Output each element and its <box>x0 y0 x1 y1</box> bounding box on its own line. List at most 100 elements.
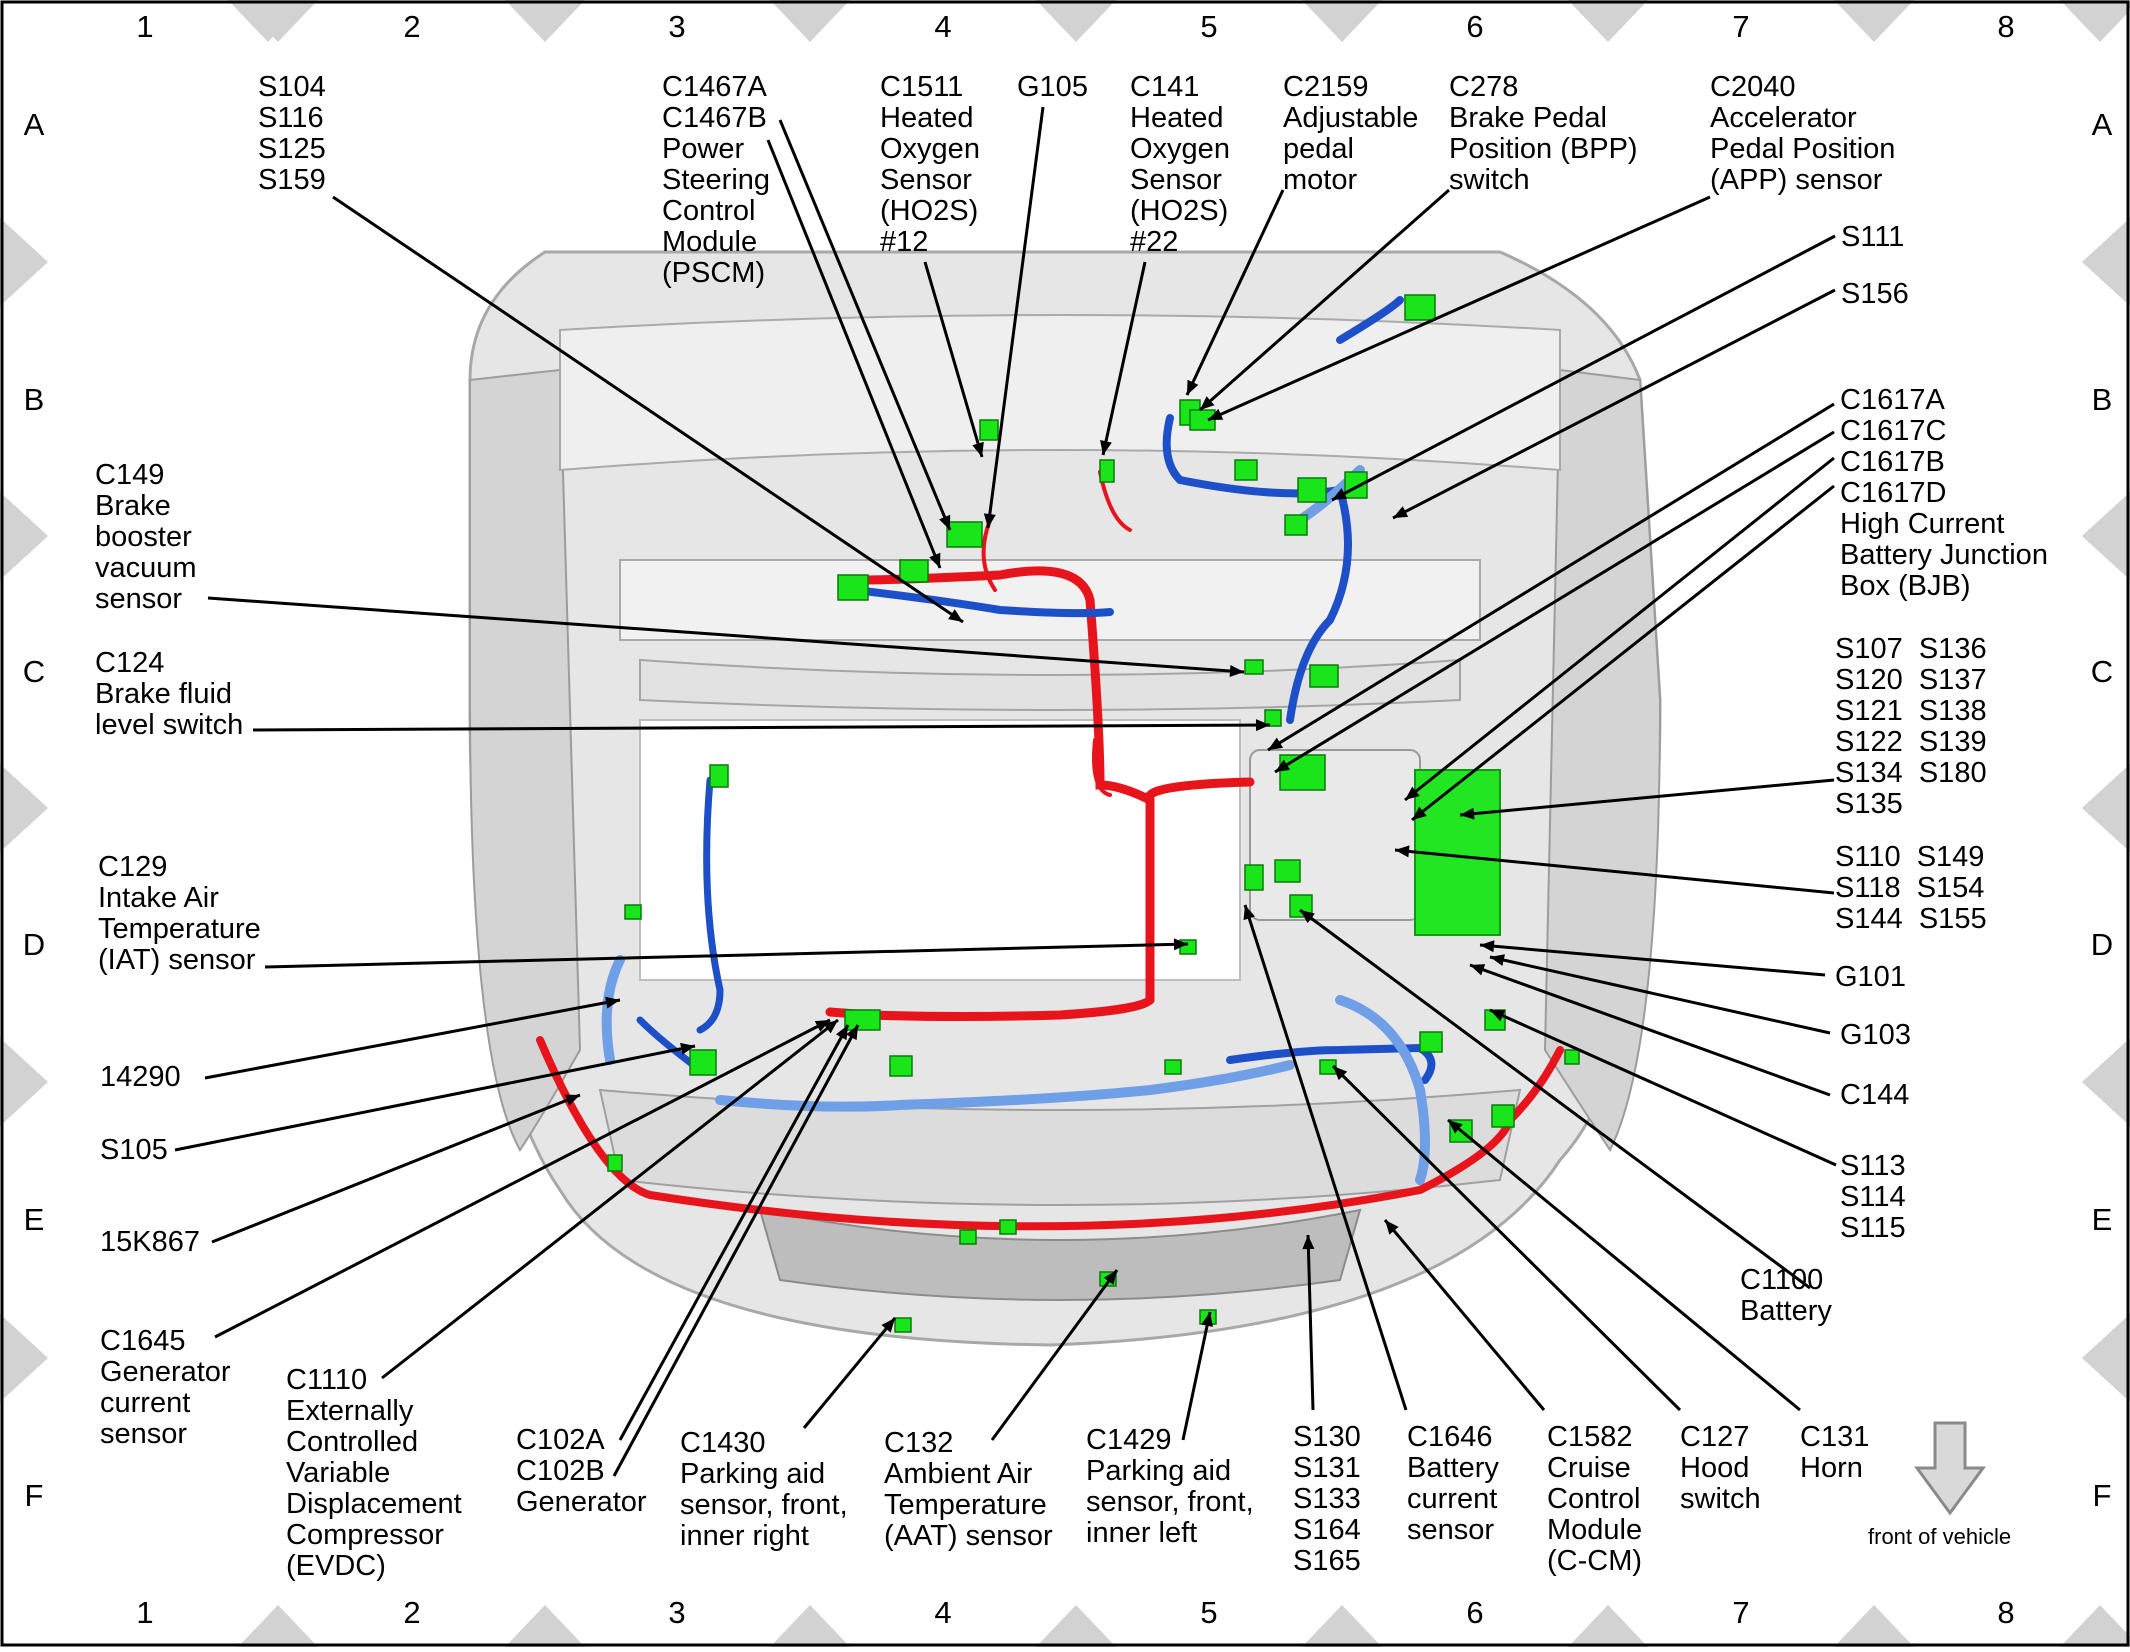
cowl-panel <box>559 314 1561 472</box>
leader-arrowhead <box>1100 440 1112 455</box>
callout-line: S118 S154 <box>1835 872 1985 904</box>
callout-line: C131 <box>1800 1421 1870 1453</box>
leader-line <box>1207 195 1711 422</box>
grid-column-label: 2 <box>403 9 421 44</box>
callout-line: S164 <box>1293 1514 1361 1546</box>
leader-line <box>1404 456 1835 802</box>
connector-block <box>1274 859 1301 883</box>
leader-arrowhead <box>1200 396 1215 410</box>
leader-line <box>778 119 952 531</box>
callout-line: S122 S139 <box>1835 726 1987 758</box>
callout-line: Position (BPP) <box>1449 133 1638 165</box>
callout-line: Temperature <box>884 1489 1047 1521</box>
leader-arrowhead <box>948 609 963 622</box>
leader-arrowhead <box>1460 807 1475 820</box>
leader-line <box>1479 943 1826 977</box>
callout-line: vacuum <box>95 552 197 584</box>
callout-line: sensor, front, <box>1086 1486 1254 1518</box>
callout-line: 15K867 <box>100 1226 200 1258</box>
callout-line: S121 S138 <box>1835 695 1987 727</box>
grid-column-label: 8 <box>1997 1595 2015 1630</box>
callout-line: S105 <box>100 1134 168 1166</box>
front-arrow <box>1914 1421 1986 1516</box>
callout-line: Sensor <box>1130 164 1222 196</box>
callout-line: Controlled <box>286 1426 419 1458</box>
callout-line: C1617B <box>1840 446 1945 478</box>
callout-line: Box (BJB) <box>1840 570 1971 602</box>
callout-line: sensor <box>100 1418 188 1450</box>
callout-line: Accelerator <box>1710 102 1857 134</box>
grid-diamond-bottom <box>238 1605 318 1647</box>
callout-line: C102B <box>516 1455 605 1487</box>
callout-line: S156 <box>1841 278 1909 310</box>
leader-arrowhead <box>1393 506 1409 518</box>
grid-row-label: B <box>23 382 45 417</box>
leader-arrowhead <box>1395 845 1410 858</box>
grid-diamond-bottom <box>1302 1605 1382 1647</box>
right-fender <box>1543 368 1662 1152</box>
leader-line <box>923 261 984 458</box>
leader-line <box>1459 778 1835 817</box>
leader-arrowhead <box>1405 786 1420 800</box>
grid-row-label: E <box>2091 1202 2113 1237</box>
callout-line: Variable <box>286 1457 391 1489</box>
leader-line <box>1185 189 1285 396</box>
callout-line: pedal <box>1283 133 1354 165</box>
leader-line <box>618 1024 850 1441</box>
connector-block <box>959 1229 977 1245</box>
callout-line: S144 S155 <box>1835 903 1987 935</box>
grid-diamond-top <box>1834 0 1914 42</box>
callout-line: current <box>100 1387 191 1419</box>
callout-line: (APP) sensor <box>1710 164 1883 196</box>
leader-arrowhead <box>1470 964 1486 976</box>
grid-diamond-bottom <box>2060 1605 2130 1647</box>
leader-line <box>204 998 621 1080</box>
grid-column-label: 3 <box>668 9 686 44</box>
callout-line: Parking aid <box>680 1458 826 1490</box>
connector-block <box>1244 659 1264 675</box>
callout-line: Brake Pedal <box>1449 102 1607 134</box>
grid-column-label: 4 <box>934 1595 952 1630</box>
grid-diamond-bottom <box>1568 1605 1648 1647</box>
leader-arrowhead <box>1275 759 1291 772</box>
grid-diamond-right <box>2082 1314 2130 1402</box>
leader-line <box>1306 1234 1315 1411</box>
callout-line: S131 <box>1293 1452 1361 1484</box>
callout-line: Sensor <box>880 164 972 196</box>
leader-line <box>211 1093 581 1244</box>
connector-block <box>1284 514 1308 536</box>
battery-tray <box>1249 749 1421 921</box>
grid-row-label: C <box>22 654 46 689</box>
grid-diamond-top <box>1036 0 1116 42</box>
leader-arrowhead <box>1187 379 1199 395</box>
callout-line: C127 <box>1680 1421 1750 1453</box>
callout-line: Heated <box>1130 102 1224 134</box>
connector-block <box>1099 459 1115 483</box>
leader-arrowhead <box>1490 954 1505 966</box>
callout-line: S159 <box>258 164 326 196</box>
callout-line: Steering <box>662 164 771 196</box>
callout-line: Pedal Position <box>1710 133 1896 165</box>
grid-row-label: F <box>2092 1478 2112 1513</box>
callout-line: #22 <box>1130 226 1179 258</box>
connector-block <box>689 1049 717 1076</box>
leader-line <box>1199 188 1450 412</box>
callout-label-g103: G103 <box>1840 1020 1911 1051</box>
grid-column-label: 2 <box>403 1595 421 1630</box>
leader-line <box>1447 1118 1801 1412</box>
callout-line: Displacement <box>286 1488 462 1520</box>
callout-line: C1100 <box>1740 1264 1824 1296</box>
leader-line <box>332 195 964 624</box>
connector-block <box>607 1154 623 1172</box>
